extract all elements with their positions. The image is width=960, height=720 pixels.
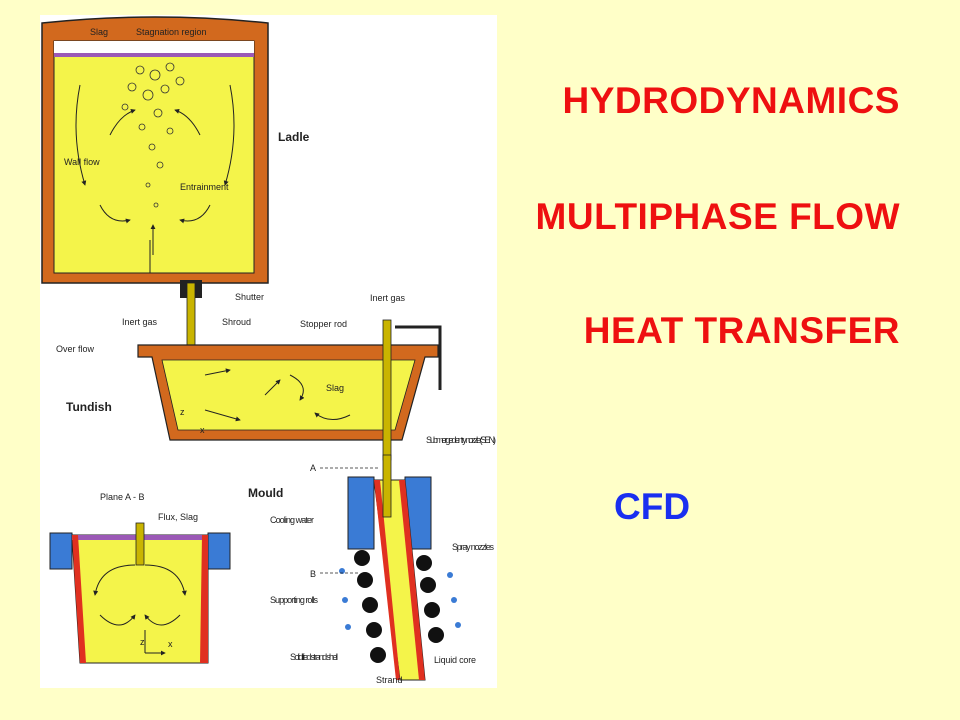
- plane-b-marker: B: [310, 569, 316, 579]
- tundish-title: Tundish: [66, 400, 112, 414]
- spray-nozzles-label: Spray nozzles: [452, 542, 495, 552]
- over-flow-label: Over flow: [56, 344, 95, 354]
- inert-gas-right-label: Inert gas: [370, 293, 406, 303]
- liquid-core-label: Liquid core: [434, 655, 476, 665]
- topic-multiphase-flow: MULTIPHASE FLOW: [535, 196, 900, 237]
- shroud-label: Shroud: [222, 317, 251, 327]
- sen-label: Submerged entry nozzle (SEN): [426, 435, 496, 445]
- plane-a-marker: A: [310, 463, 316, 473]
- entrainment-label: Entrainment: [180, 182, 229, 192]
- ladle-slag-label: Slag: [90, 27, 108, 37]
- mould-strand: [320, 454, 461, 681]
- plane-a-b: [49, 522, 231, 664]
- mould-title: Mould: [248, 486, 283, 500]
- tundish-z-label: z: [180, 407, 185, 417]
- strand-label: Strand: [376, 675, 403, 685]
- flux-slag-label: Flux, Slag: [158, 512, 198, 522]
- tundish-x-label: x: [200, 425, 205, 435]
- shutter-label: Shutter: [235, 292, 264, 302]
- topic-hydrodynamics: HYDRODYNAMICS: [562, 80, 900, 121]
- cooling-water-label: Cooling water: [270, 515, 314, 525]
- tundish: [137, 319, 442, 461]
- ladle: [41, 16, 269, 284]
- stopper-rod-label: Stopper rod: [300, 319, 347, 329]
- plane-x-label: x: [168, 639, 173, 649]
- plane-title: Plane A - B: [100, 492, 145, 502]
- wall-flow-label: Wall flow: [64, 157, 100, 167]
- plane-z-label: z: [140, 637, 145, 647]
- ladle-title: Ladle: [278, 130, 310, 144]
- topic-heat-transfer: HEAT TRANSFER: [583, 310, 900, 351]
- inert-gas-left-label: Inert gas: [122, 317, 158, 327]
- supporting-rolls-label: Supporting rolls: [270, 595, 319, 605]
- continuous-casting-diagram: Slag Stagnation region Ladle Wall flow E…: [40, 15, 497, 688]
- solidified-shell-label: Solidified strand shell: [290, 652, 338, 662]
- tundish-slag-label: Slag: [326, 383, 344, 393]
- cfd-label: CFD: [614, 486, 691, 527]
- stagnation-region-label: Stagnation region: [136, 27, 207, 37]
